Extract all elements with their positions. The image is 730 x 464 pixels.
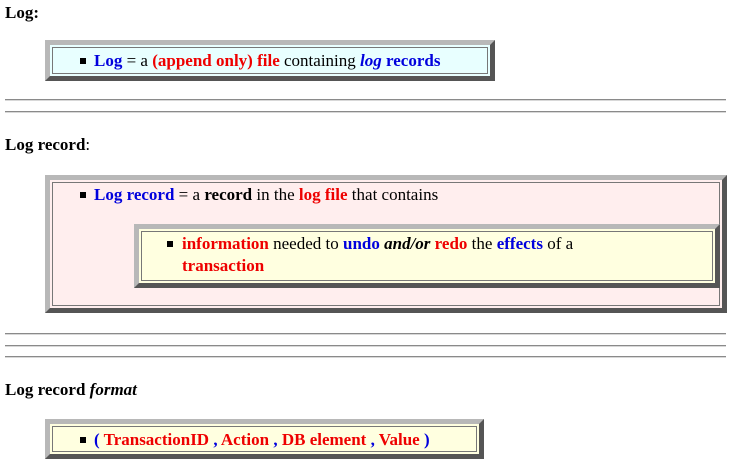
bullet-icon [80, 437, 86, 443]
log-record-content-box: information needed to undo and/or redo t… [134, 224, 720, 288]
paren-close: ) [419, 430, 430, 449]
term-undo: undo [343, 234, 380, 253]
term-records: records [386, 51, 441, 70]
divider [5, 356, 726, 358]
term-and-or: and/or [384, 234, 431, 253]
term-effects: effects [496, 234, 543, 253]
section-heading-log-record: Log record: [5, 135, 91, 154]
term-information: information [182, 234, 269, 253]
divider [5, 333, 726, 335]
box-inner-border [52, 47, 488, 74]
term-file: file [257, 51, 280, 70]
term-log-italic: log [360, 51, 382, 70]
divider [5, 99, 726, 101]
log-record-format-box: ( TransactionID , Action , DB element , … [45, 419, 484, 459]
term-log-file: log file [298, 185, 348, 204]
box-inner-border [52, 426, 477, 452]
divider [5, 345, 726, 347]
bullet-icon [80, 58, 86, 64]
field-db-element: DB element [277, 430, 367, 449]
field-transaction-id: TransactionID [99, 430, 210, 449]
section-heading-log: Log: [5, 3, 39, 22]
field-action: Action [217, 430, 270, 449]
term-log: Log [94, 51, 123, 70]
log-record-content-line-2: transaction [182, 255, 264, 277]
log-definition-box: Log = a (append only) file containing lo… [45, 40, 495, 81]
term-record: record [204, 185, 253, 204]
log-record-definition-box: Log record = a record in the log file th… [45, 175, 727, 313]
section-heading-log-record-format: Log record format [5, 380, 137, 399]
log-record-definition-text: Log record = a record in the log file th… [94, 185, 439, 204]
log-record-content-line-1: information needed to undo and/or redo t… [182, 234, 574, 253]
field-value: Value [374, 430, 420, 449]
box-inner-border [141, 231, 713, 281]
log-definition-text: Log = a (append only) file containing lo… [94, 51, 441, 70]
bullet-icon [80, 192, 86, 198]
bullet-icon [167, 241, 173, 247]
term-transaction: transaction [182, 256, 265, 275]
term-append-only: (append only) [152, 51, 253, 70]
term-log-record: Log record [94, 185, 175, 204]
term-redo: redo [434, 234, 468, 253]
log-record-format-text: ( TransactionID , Action , DB element , … [94, 430, 430, 449]
paren-open: ( [94, 430, 100, 449]
divider [5, 111, 726, 113]
